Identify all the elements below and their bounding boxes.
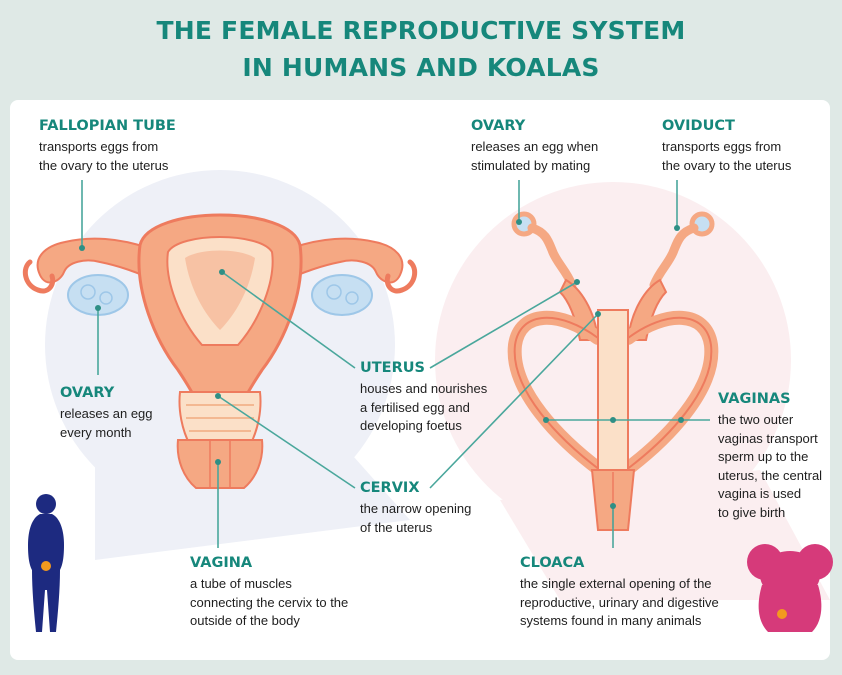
label-uterus-heading: UTERUS xyxy=(360,360,425,376)
label-uterus: UTERUS houses and nourishes a fertilised… xyxy=(360,359,487,436)
label-cloaca-line-3: systems found in many animals xyxy=(520,613,702,628)
human-silhouette-icon xyxy=(28,494,64,632)
page-title: THE FEMALE REPRODUCTIVE SYSTEM IN HUMANS… xyxy=(0,12,842,86)
label-vaginas: VAGINAS the two outer vaginas transport … xyxy=(718,390,822,522)
leader-cervix-koala xyxy=(429,313,599,489)
koala-central-vagina xyxy=(597,309,629,471)
label-fallopian-tube-line-2: the ovary to the uterus xyxy=(39,157,169,173)
label-vagina-line-1: a tube of muscles xyxy=(190,576,292,591)
label-vaginas-heading: VAGINAS xyxy=(718,391,791,407)
vagina-walls xyxy=(209,440,231,488)
left-tube-fimbriae xyxy=(22,259,56,294)
leader-dots xyxy=(79,219,684,509)
leader-cervix-human xyxy=(217,395,356,489)
left-ovary-follicle xyxy=(80,284,96,300)
koala-left-oviduct xyxy=(527,223,577,290)
dot-uterus-human xyxy=(219,269,225,275)
label-human-ovary: OVARY releases an egg every month xyxy=(60,384,153,442)
dot-cervix-human xyxy=(215,393,221,399)
title-line-1: THE FEMALE REPRODUCTIVE SYSTEM xyxy=(156,16,686,45)
label-human-ovary-line-1: releases an egg xyxy=(60,406,153,421)
human-silhouette-highlight xyxy=(41,561,51,571)
label-fallopian-tube-line-1: transports eggs from xyxy=(39,139,159,154)
label-oviduct: OVIDUCT transports eggs from the ovary t… xyxy=(662,117,791,175)
label-vaginas-line-1: the two outer xyxy=(718,412,794,427)
leader-uterus-koala xyxy=(429,281,578,369)
human-uterus-illustration xyxy=(22,213,418,489)
right-ovary-follicle xyxy=(326,284,342,300)
label-cervix-line-1: the narrow opening xyxy=(360,501,472,516)
label-fallopian-tube-heading: FALLOPIAN TUBE xyxy=(39,118,176,134)
uterus-inner-lining xyxy=(185,250,255,330)
right-ovary-follicle-2 xyxy=(345,291,359,305)
label-cloaca-line-1: the single external opening of the xyxy=(520,576,712,591)
human-bg-wedge xyxy=(95,430,410,560)
leader-lines xyxy=(81,180,710,548)
label-vagina-heading: VAGINA xyxy=(190,555,253,571)
dot-vagina-central xyxy=(610,417,616,423)
koala-silhouette-icon xyxy=(747,544,833,632)
dot-uterus-koala xyxy=(574,279,580,285)
label-fallopian-tube: FALLOPIAN TUBE transports eggs from the … xyxy=(39,117,176,175)
label-vaginas-line-4: uterus, the central xyxy=(718,467,823,483)
label-oviduct-line-1: transports eggs from xyxy=(662,139,782,154)
label-vagina: VAGINA a tube of muscles connecting the … xyxy=(190,554,348,631)
label-uterus-line-1: houses and nourishes xyxy=(360,381,488,396)
dot-cervix-koala xyxy=(595,311,601,317)
label-vaginas-line-2: vaginas transport xyxy=(718,430,818,446)
label-uterus-line-2: a fertilised egg and xyxy=(360,399,470,415)
dot-oviduct xyxy=(674,225,680,231)
label-koala-ovary-heading: OVARY xyxy=(471,118,526,134)
label-cloaca-line-2: reproductive, urinary and digestive xyxy=(520,594,719,610)
koala-right-oviduct xyxy=(649,223,699,290)
label-cloaca-heading: CLOACA xyxy=(520,555,585,571)
label-cloaca: CLOACA the single external opening of th… xyxy=(520,554,719,631)
label-oviduct-heading: OVIDUCT xyxy=(662,118,735,134)
label-human-ovary-heading: OVARY xyxy=(60,385,115,401)
label-vaginas-line-6: to give birth xyxy=(718,504,786,520)
dot-koala-ovary xyxy=(516,219,522,225)
label-cervix: CERVIX the narrow opening of the uterus xyxy=(360,479,471,537)
label-vagina-line-3: outside of the body xyxy=(190,613,300,628)
left-ovary-follicle-2 xyxy=(99,291,113,305)
koala-bg-wedge xyxy=(500,470,830,600)
right-tube-fimbriae xyxy=(384,259,418,294)
label-koala-ovary-line-1: releases an egg when xyxy=(471,139,599,154)
leader-uterus-human xyxy=(221,271,356,369)
title-line-2: IN HUMANS AND KOALAS xyxy=(242,53,600,82)
label-vaginas-line-5: vagina is used xyxy=(718,486,802,501)
dot-human-ovary xyxy=(95,305,101,311)
label-koala-ovary-line-2: stimulated by mating xyxy=(471,157,591,173)
label-vagina-line-2: connecting the cervix to the xyxy=(190,594,349,610)
dot-vagina xyxy=(215,459,221,465)
dot-vagina-left xyxy=(543,417,549,423)
koala-silhouette-highlight xyxy=(777,609,787,619)
right-ovary xyxy=(311,274,373,316)
label-oviduct-line-2: the ovary to the uterus xyxy=(662,157,792,173)
label-uterus-line-3: developing foetus xyxy=(360,418,462,433)
label-human-ovary-line-2: every month xyxy=(60,424,132,440)
koala-reproductive-illustration xyxy=(507,211,719,531)
label-vaginas-line-3: sperm up to the xyxy=(718,449,809,464)
label-koala-ovary: OVARY releases an egg when stimulated by… xyxy=(471,117,598,175)
dot-fallopian-tube xyxy=(79,245,85,251)
label-cervix-line-2: of the uterus xyxy=(360,519,433,535)
label-cervix-heading: CERVIX xyxy=(360,480,420,496)
dot-cloaca xyxy=(610,503,616,509)
dot-vagina-right xyxy=(678,417,684,423)
